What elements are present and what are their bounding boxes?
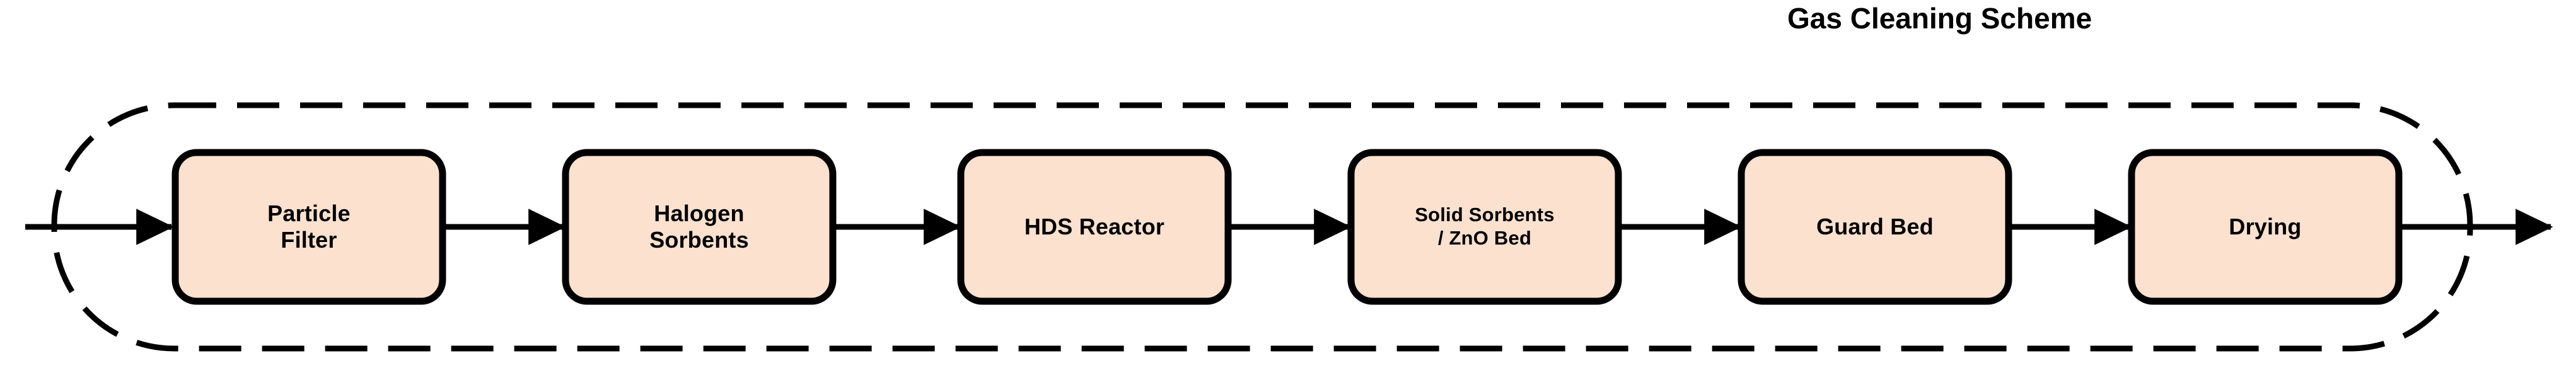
process-box-particle-filter[interactable] xyxy=(171,149,446,305)
process-box-hds-reactor[interactable] xyxy=(957,149,1232,305)
diagram-title: Gas Cleaning Scheme xyxy=(1787,2,2092,35)
process-box-drying[interactable] xyxy=(2128,149,2403,305)
process-box-solid-sorbents[interactable] xyxy=(1347,149,1622,305)
process-box-guard-bed[interactable] xyxy=(1738,149,2012,305)
process-box-halogen-sorbents[interactable] xyxy=(562,149,837,305)
